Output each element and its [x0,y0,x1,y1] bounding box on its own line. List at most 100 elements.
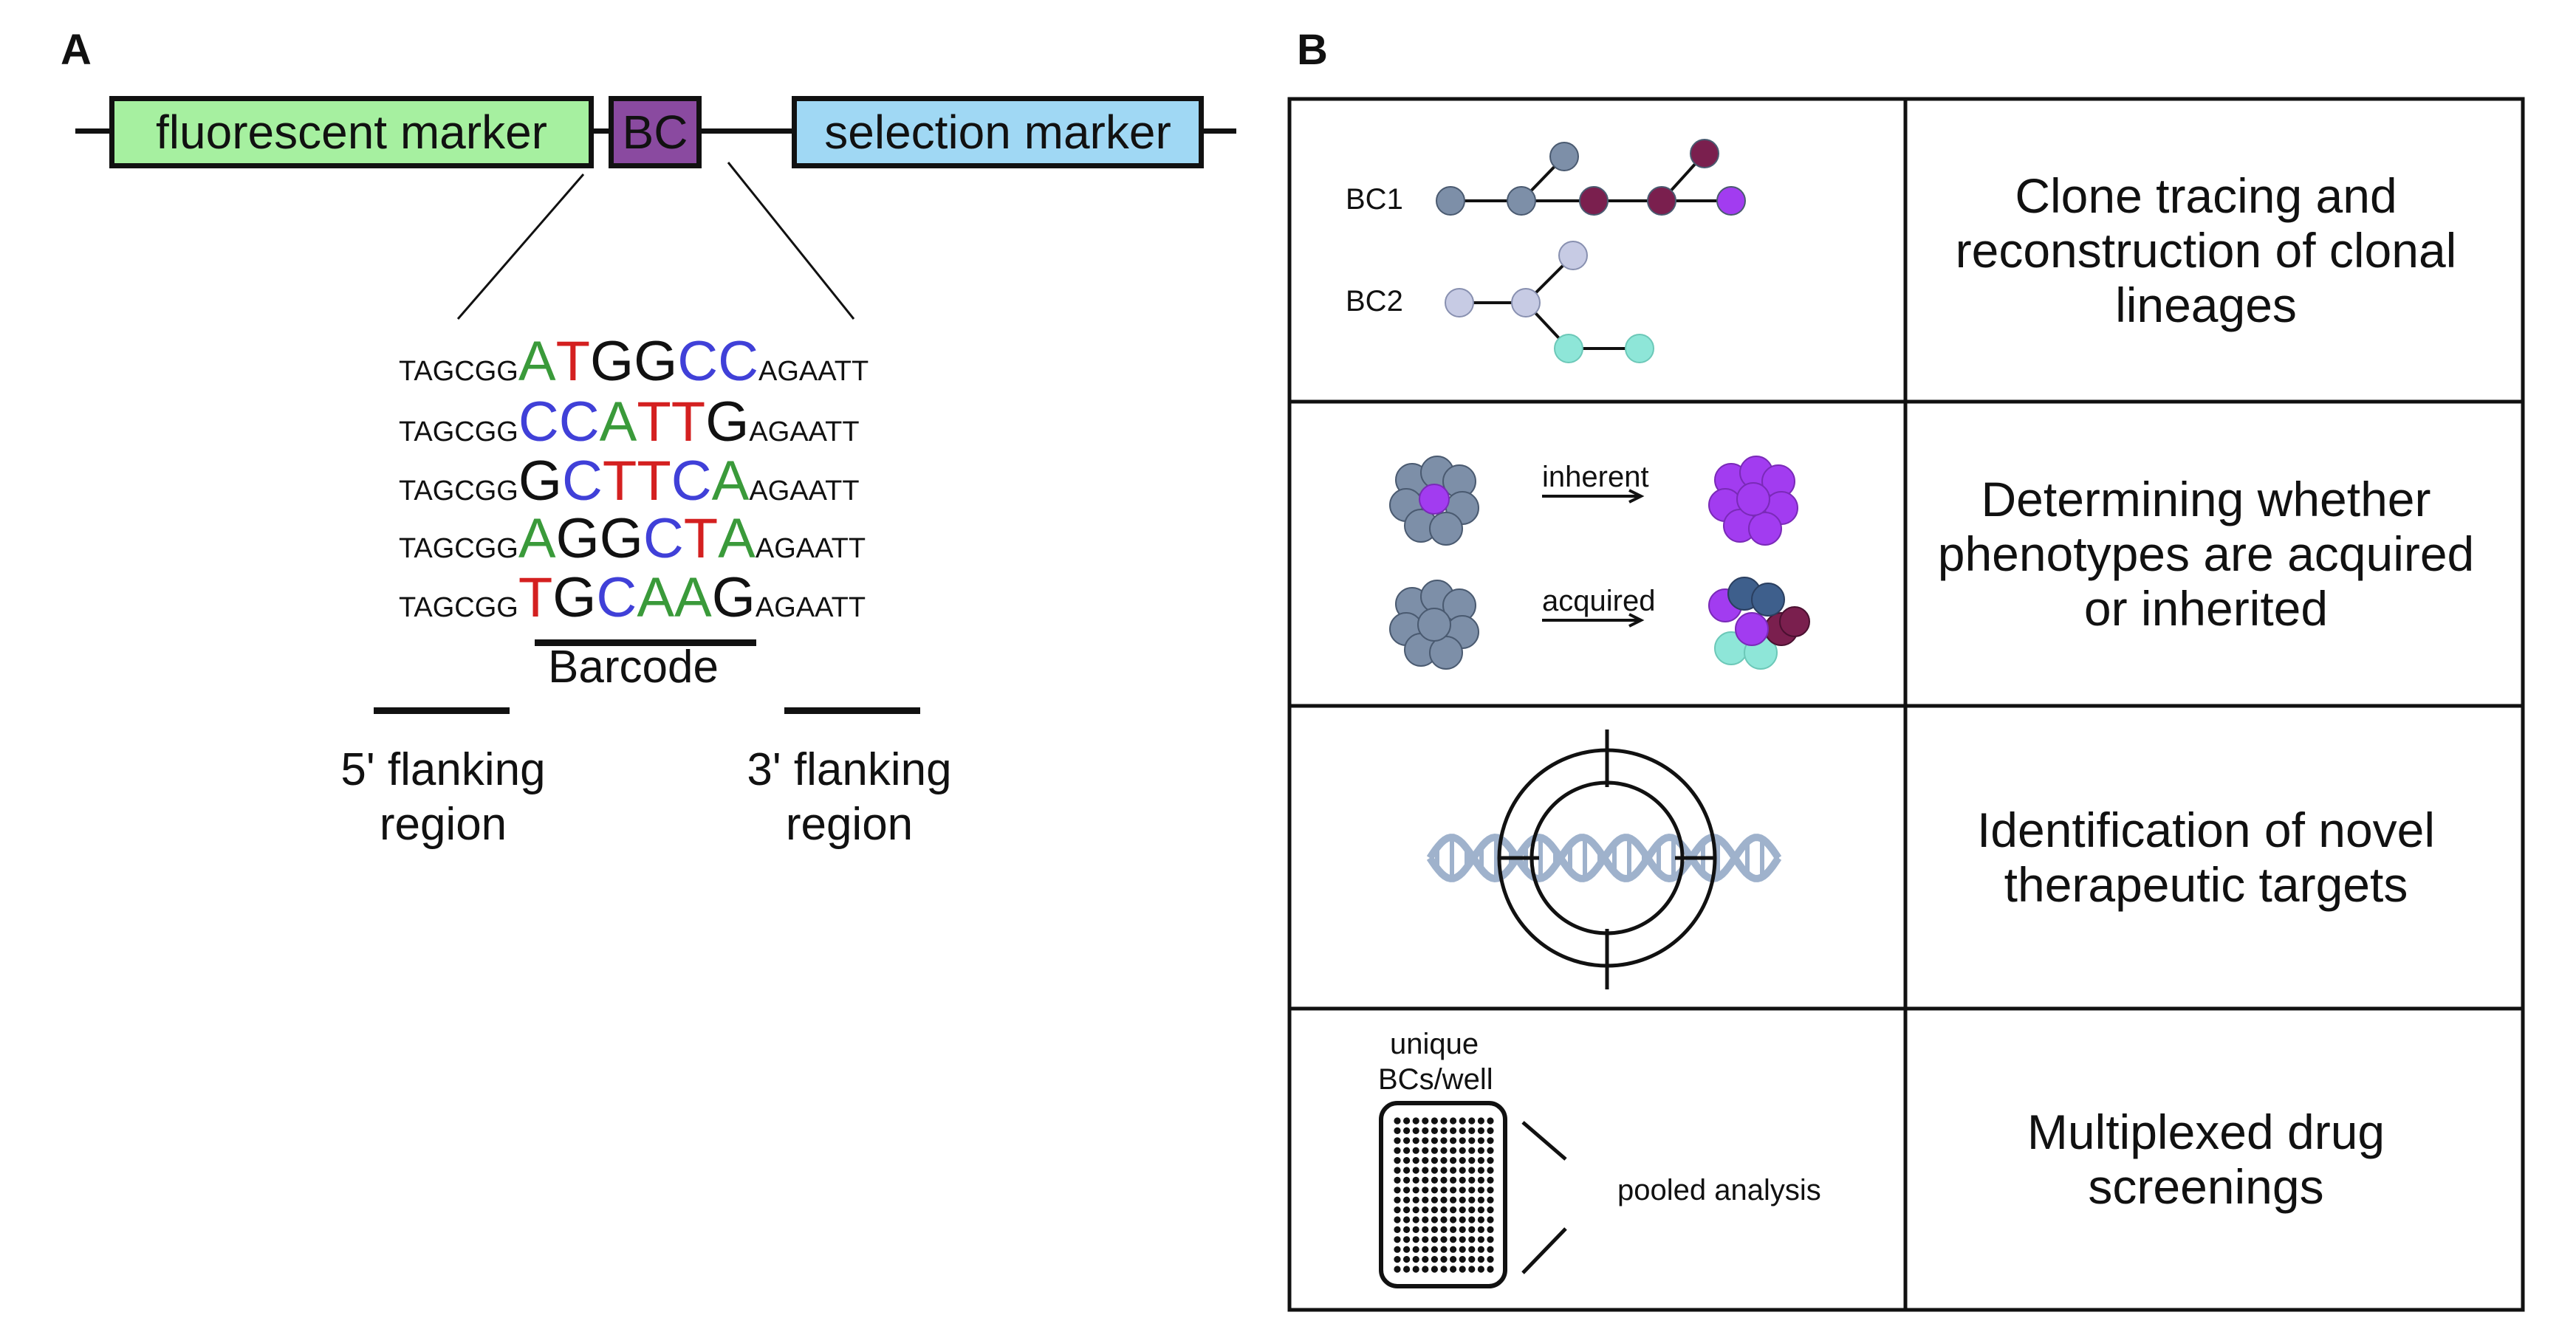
well-dot [1477,1256,1484,1263]
panel-a-label: A [61,26,92,74]
fluorescent-marker-box: fluorescent marker [109,96,594,168]
well-dot [1450,1137,1457,1144]
well-dot [1394,1157,1401,1164]
well-dot [1412,1127,1419,1134]
bc2-label: BC2 [1346,285,1403,317]
well-dot [1468,1236,1476,1243]
well-dot [1450,1117,1457,1125]
well-dot [1468,1157,1476,1164]
row4-line2: screenings [2088,1159,2324,1214]
row2-line3: or inherited [2083,581,2329,636]
well-dot [1459,1266,1466,1273]
barcode-underline [535,639,756,646]
well-dot [1440,1157,1448,1164]
well-dot [1477,1196,1484,1204]
well-dot [1450,1206,1457,1214]
row1-line2: reconstruction of clonal [1955,223,2457,278]
five-prime-flank-seq: TAGCGG [399,533,518,564]
well-dot [1487,1256,1494,1263]
inherent-arrow [1542,489,1645,504]
barcode-zoom-lines [456,162,855,320]
well-dot [1477,1206,1484,1214]
well-dot [1394,1196,1401,1204]
well-dot [1487,1196,1494,1204]
barcode-nucleotide: G [552,566,597,629]
well-dot [1440,1256,1448,1263]
barcode-nucleotide: A [711,450,750,512]
well-dot [1412,1117,1419,1125]
barcode-nucleotide: G [711,566,756,629]
well-dot [1403,1167,1411,1174]
three-prime-flank-seq: AGAATT [758,356,869,387]
barcode-nucleotide: A [674,566,712,629]
well-dot [1440,1187,1448,1194]
well-dot [1477,1137,1484,1144]
barcode-nucleotide: G [555,507,600,570]
well-dot [1412,1157,1419,1164]
well-dot [1431,1157,1438,1164]
inherent-label: inherent [1542,461,1649,493]
well-dot [1487,1176,1494,1184]
five-prime-flank-seq: TAGCGG [399,356,518,387]
well-dot [1394,1256,1401,1263]
well-dot [1468,1216,1476,1223]
well-dot [1477,1246,1484,1253]
well-dot [1459,1206,1466,1214]
five-prime-flank-seq: TAGCGG [399,592,518,623]
five-prime-flank-seq: TAGCGG [399,476,518,507]
well-dot [1487,1167,1494,1174]
well-dot [1450,1127,1457,1134]
well-dot [1422,1236,1429,1243]
well-dot [1440,1176,1448,1184]
well-dot [1459,1127,1466,1134]
inherent-parent-cluster [1389,456,1479,546]
row1-line1: Clone tracing and [2015,168,2397,223]
well-dot [1412,1167,1419,1174]
well-dot [1394,1117,1401,1125]
well-dot [1440,1216,1448,1223]
well-dot [1459,1196,1466,1204]
row2-line1: Determining whether [1981,472,2431,526]
well-dot [1450,1226,1457,1233]
well-dot [1440,1167,1448,1174]
three-prime-flank-line2: region [785,799,914,850]
well-dot [1403,1117,1411,1125]
well-dot [1394,1127,1401,1134]
well-dot [1394,1266,1401,1273]
three-prime-flank-seq: AGAATT [755,592,866,623]
three-prime-flank-seq: AGAATT [749,416,860,447]
bc2-cells [1445,241,1654,363]
well-dot [1403,1196,1411,1204]
well-dot [1431,1266,1438,1273]
well-dot [1477,1157,1484,1164]
well-dot [1422,1216,1429,1223]
well-dot [1487,1137,1494,1144]
well-dot [1468,1127,1476,1134]
well-dot [1431,1176,1438,1184]
well-dot [1487,1187,1494,1194]
well-dot [1422,1117,1429,1125]
well-dots [1394,1117,1494,1273]
barcode-nucleotide: A [518,330,556,393]
well-dot [1477,1266,1484,1273]
well-dot [1468,1117,1476,1125]
well-dot [1477,1147,1484,1154]
well-dot [1403,1256,1411,1263]
barcode-nucleotide: G [705,391,750,453]
well-dot [1459,1187,1466,1194]
bc1-cells [1436,139,1746,216]
well-dot [1459,1216,1466,1223]
inherent-daughter-cluster [1708,456,1798,546]
well-dot [1487,1236,1494,1243]
barcode-nucleotide: C [561,450,603,512]
well-dot [1394,1236,1401,1243]
well-dot [1487,1147,1494,1154]
acquired-daughter-cluster [1708,577,1810,670]
well-dot [1431,1216,1438,1223]
well-dot [1459,1137,1466,1144]
well-dot [1468,1196,1476,1204]
well-dot [1412,1137,1419,1144]
well-dot [1440,1127,1448,1134]
well-dot [1487,1127,1494,1134]
well-dot [1412,1147,1419,1154]
